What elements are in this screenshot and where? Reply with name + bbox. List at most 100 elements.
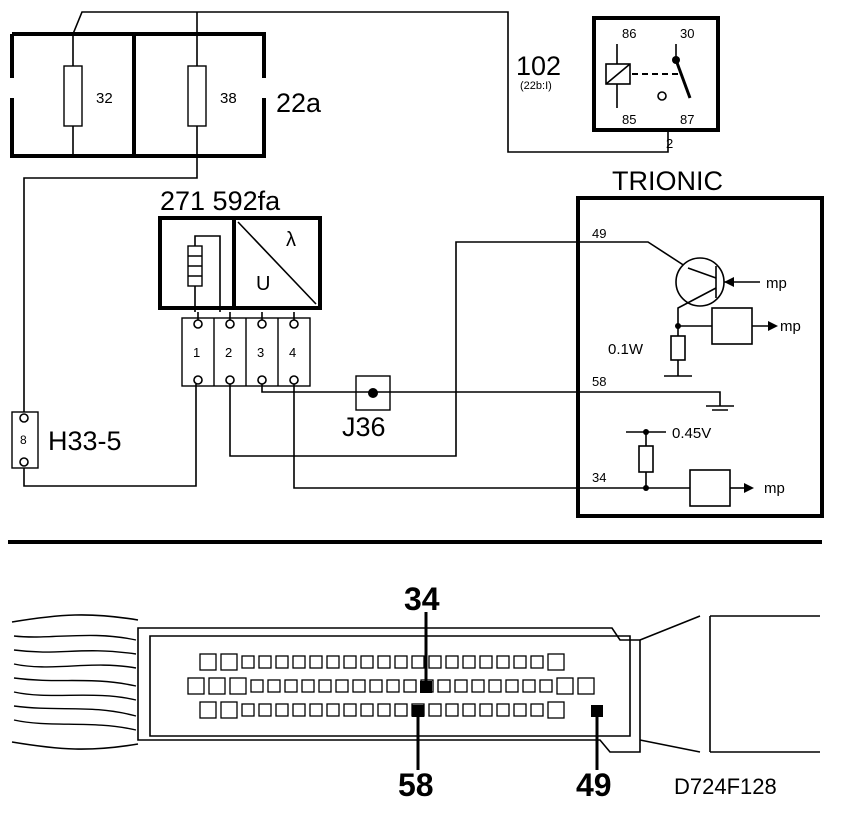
connector-cavity [199,653,217,671]
connector-flange [639,615,820,753]
relay-pin-85: 85 [622,112,636,127]
connector-cavity [377,703,391,717]
junction-label: J36 [342,412,386,442]
relay-switch-icon [674,59,692,99]
ecu-pin-49: 49 [592,226,606,241]
wire-pin3-ecu58 [261,384,721,406]
connector-pin-34-label: 34 [404,581,440,617]
connector-cavity [530,655,544,669]
sensor-connector: 1 2 3 4 [181,312,311,387]
connector-cavity [522,679,536,693]
connector-pin-49-label: 49 [576,767,612,803]
relay-pin-30: 30 [680,26,694,41]
wire-pin2-ecu49 [229,241,689,457]
ecu-label: TRIONIC [612,166,723,196]
ecu-pin-58: 58 [592,374,606,389]
connector-cavity [241,703,255,717]
connector-cavity [352,679,366,693]
voltage-label: 0.45V [672,425,711,442]
connector-cavity [220,701,238,719]
mp-label-2: mp [780,318,801,335]
resistor-0-1w-icon [670,335,686,361]
connector-cavity [208,677,226,695]
ground-conn-label: H33-5 [48,426,122,456]
ground-connector-h33-5: 8 H33-5 [11,411,122,469]
wire-pin4-ecu34 [293,384,690,489]
connector-cavity [428,655,442,669]
connector-body [137,627,641,753]
ecu-connector-view: 34 58 49 D724F128 [11,581,820,803]
relay-sub-label: (22b:I) [520,80,552,92]
connector-cavity [556,677,574,695]
connector-cavity [530,703,544,717]
connector-cavity [326,655,340,669]
conn-pin-1: 1 [193,345,200,360]
amplifier-box-2 [689,469,731,507]
connector-cavity [411,655,425,669]
connector-cavity [229,677,247,695]
relay-102: 86 30 85 87 102 (22b:I) 2 [516,16,720,151]
connector-cavity [241,655,255,669]
connector-cavity [394,703,408,717]
connector-cavity [454,679,468,693]
fusebox-label: 22a [276,88,322,118]
connector-cavity [505,679,519,693]
sensor-diagonal [237,221,317,305]
connector-cavity [445,703,459,717]
connector-cavity [258,703,272,717]
heater-leads [194,235,221,312]
connector-cavity [335,679,349,693]
connector-cavity [284,679,298,693]
conn-pin-2: 2 [225,345,232,360]
connector-cavity [267,679,281,693]
connector-cavity [386,679,400,693]
figure-id: D724F128 [674,774,777,799]
connector-cavity [471,679,485,693]
fuse-32 [63,65,83,127]
harness-wires [13,634,137,731]
connector-cavity [318,679,332,693]
connector-cavity [275,655,289,669]
junction-j36: J36 [342,375,391,442]
relay-out-pin: 2 [666,136,673,151]
connector-cavity [577,677,595,695]
ground-conn-pin: 8 [20,433,27,447]
sensor-label: 271 592fa [160,186,281,216]
lambda-icon: λ [286,229,296,251]
connector-cavity [547,653,565,671]
fuse-a-label: 32 [96,90,113,107]
relay-label: 102 [516,51,561,81]
connector-cavity [369,679,383,693]
relay-contact-87 [657,91,667,101]
connector-cavity [199,701,217,719]
ecu-trionic: TRIONIC 49 58 34 mp mp 0.1W 0.45V mp [576,166,824,518]
resistor-label: 0.1W [608,341,644,358]
conn-pin-4: 4 [289,345,296,360]
connector-cavity [462,655,476,669]
connector-cavity [309,703,323,717]
connector-cavity [343,655,357,669]
connector-cavity [513,655,527,669]
connector-cavity [326,703,340,717]
junction-dot-icon [368,388,378,398]
connector-cavity [513,703,527,717]
connector-cavity [292,655,306,669]
fuse-b-label: 38 [220,90,237,107]
connector-cavity [360,655,374,669]
wire-fuse38-heater [23,126,198,412]
ground-symbol-icon [706,405,734,411]
connector-cavity [292,703,306,717]
connector-cavity [445,655,459,669]
connector-cavity [496,703,510,717]
fuse-38 [187,65,207,127]
connector-cavity [496,655,510,669]
connector-cavity [220,653,238,671]
sensor-u-label: U [256,273,270,295]
mp-label-3: mp [764,480,785,497]
relay-pin-86: 86 [622,26,636,41]
wire-fuse32-relay87 [72,11,669,153]
connector-cavity [437,679,451,693]
connector-cavity [250,679,264,693]
connector-cavity [539,679,553,693]
